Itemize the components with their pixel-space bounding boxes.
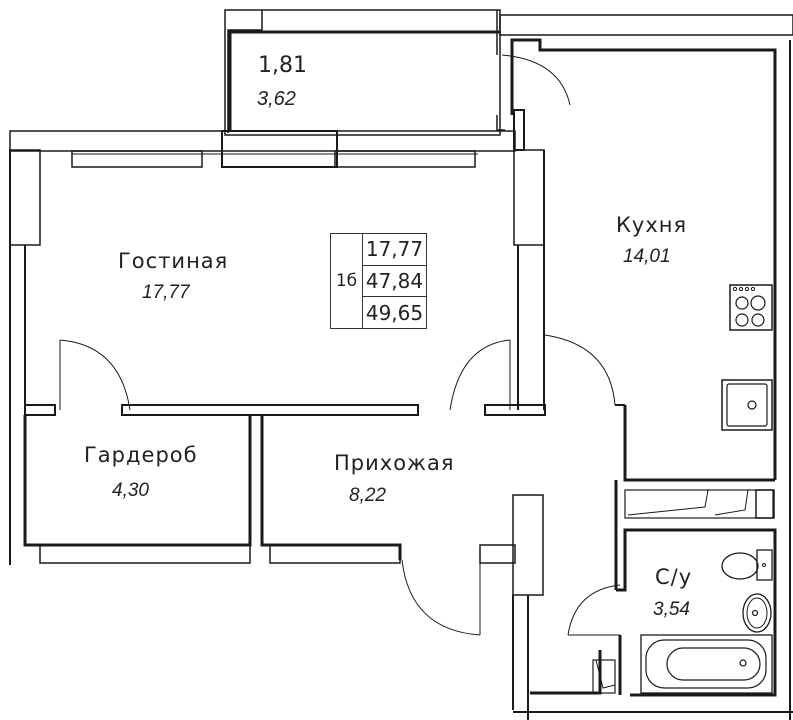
wardrobe-hallway-walls <box>23 415 544 720</box>
room-name-wardrobe: Гардероб <box>84 443 198 467</box>
living-area-value: 17,77 <box>363 234 426 266</box>
total-area-value: 47,84 <box>363 266 426 298</box>
room-area-living: 17,77 <box>142 282 190 303</box>
total-with-balcony-value: 49,65 <box>365 300 424 325</box>
room-name-bathroom: С/у <box>655 565 693 589</box>
apartment-type-code: 1б <box>331 234 363 328</box>
room-name-kitchen: Кухня <box>616 213 688 237</box>
living-bottom-partition <box>25 339 546 416</box>
bathroom-walls <box>530 480 777 697</box>
room-name-living: Гостиная <box>118 249 229 273</box>
room-name-hallway: Прихожая <box>334 451 455 475</box>
room-area-bathroom: 3,54 <box>653 599 690 620</box>
area-summary-table: 1б 17,77 47,84 49,65 <box>330 233 427 329</box>
balcony-area-primary: 1,81 <box>258 53 307 78</box>
balcony-area-secondary: 3,62 <box>257 88 296 110</box>
room-area-wardrobe: 4,30 <box>112 480 149 501</box>
room-area-hallway: 8,22 <box>349 485 386 506</box>
living-top-wall <box>9 130 516 168</box>
kitchen-walls <box>499 14 793 720</box>
living-kitchen-divider <box>513 109 545 410</box>
room-area-kitchen: 14,01 <box>623 246 671 267</box>
